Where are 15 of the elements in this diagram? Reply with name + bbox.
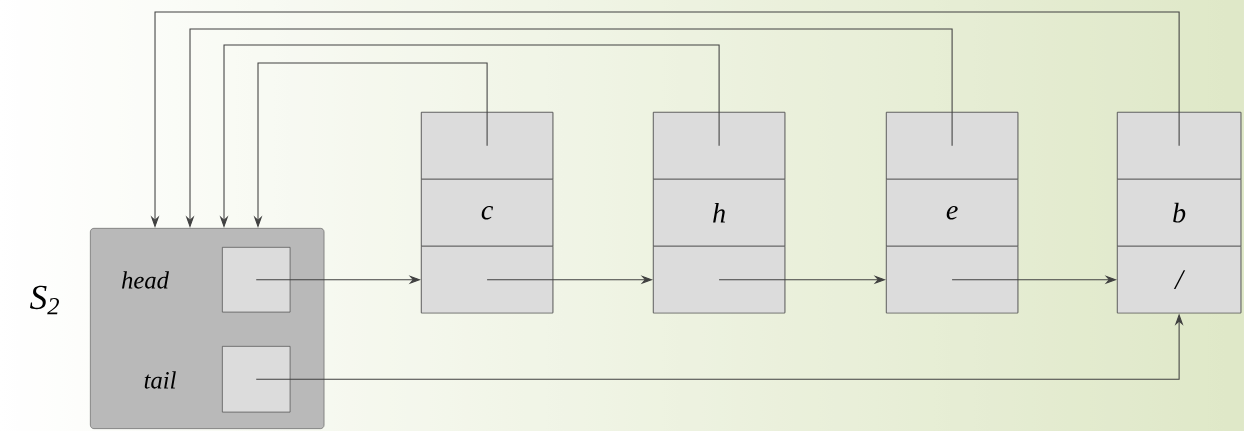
pointer-cell	[886, 246, 1019, 314]
pointer-cell	[1117, 112, 1242, 180]
value-cell: c	[421, 179, 554, 247]
pointer-cell	[653, 246, 786, 314]
value-cell: b	[1117, 179, 1242, 247]
pointer-cell	[886, 112, 1019, 180]
value-cell: e	[886, 179, 1019, 247]
pointer-cell	[222, 346, 291, 413]
pointer-cell	[222, 247, 291, 313]
pointer-cell	[653, 112, 786, 180]
value-cell: /	[1117, 246, 1242, 314]
pointer-cell	[421, 112, 554, 180]
value-cell: h	[653, 179, 786, 247]
set-label: S$_{2}$	[30, 285, 59, 315]
pointer-cell	[421, 246, 554, 314]
